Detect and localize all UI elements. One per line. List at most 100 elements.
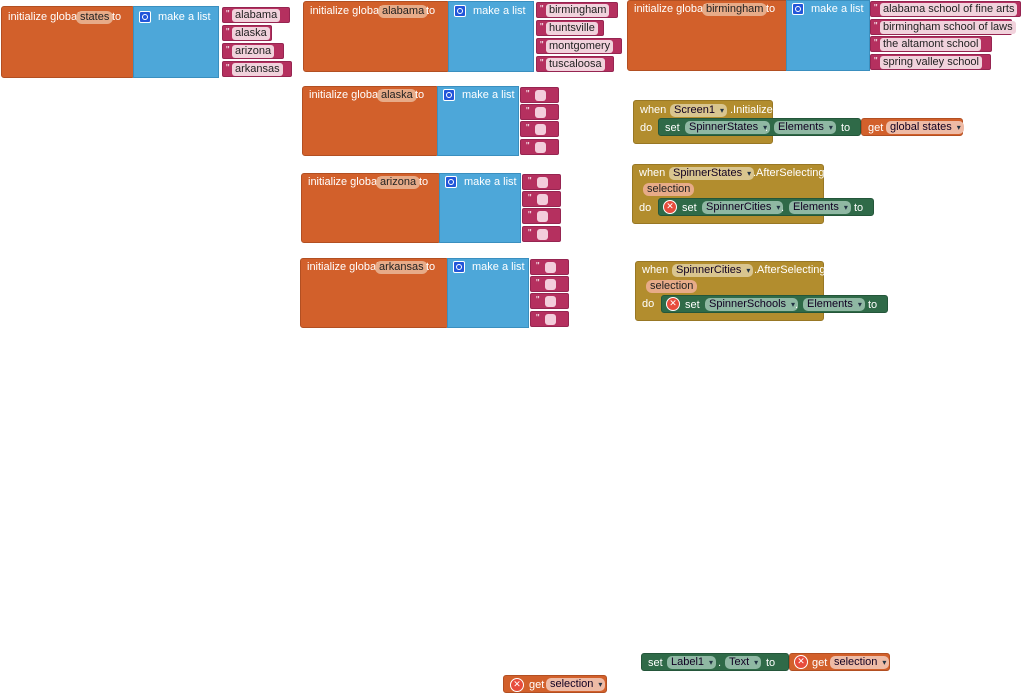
component-dropdown[interactable]: SpinnerCities <box>672 264 754 277</box>
make-a-list-block[interactable]: make a list <box>448 1 534 72</box>
init-global-birmingham-block[interactable]: initialize global birmingham to <box>627 0 789 71</box>
empty-string-block[interactable]: " <box>520 139 559 155</box>
empty-string-value[interactable] <box>545 262 556 273</box>
init-global-alaska-block[interactable]: initialize global alaska to <box>302 86 439 156</box>
global-name-field[interactable]: arkansas <box>375 261 428 274</box>
make-a-list-block[interactable]: make a list <box>439 173 521 243</box>
empty-string-value[interactable] <box>535 124 546 135</box>
empty-string-value[interactable] <box>545 296 556 307</box>
string-value[interactable]: the altamont school <box>880 38 982 51</box>
variable-dropdown[interactable]: global states <box>886 121 964 134</box>
empty-string-block[interactable]: " <box>530 293 569 309</box>
string-value[interactable]: arizona <box>232 45 275 58</box>
empty-string-value[interactable] <box>535 107 546 118</box>
empty-string-block[interactable]: " <box>522 174 561 190</box>
string-block[interactable]: " the altamont school <box>870 36 992 52</box>
string-block[interactable]: " huntsville <box>536 20 604 36</box>
get-variable-block[interactable]: get global states <box>861 118 964 136</box>
empty-string-block[interactable]: " <box>520 104 559 120</box>
mutator-gear-icon[interactable] <box>443 89 455 101</box>
empty-string-block[interactable]: " <box>522 226 561 242</box>
empty-string-block[interactable]: " <box>520 121 559 137</box>
get-variable-block[interactable]: ✕ get selection <box>789 653 890 671</box>
make-a-list-block[interactable]: make a list <box>447 258 529 328</box>
component-dropdown[interactable]: SpinnerStates <box>669 167 755 180</box>
target-component-dropdown[interactable]: SpinnerSchools <box>705 298 799 311</box>
target-component-dropdown[interactable]: SpinnerStates <box>685 121 771 134</box>
string-value[interactable]: alabama <box>232 9 281 22</box>
init-global-arkansas-block[interactable]: initialize global arkansas to <box>300 258 449 328</box>
empty-string-value[interactable] <box>535 90 546 101</box>
string-value[interactable]: tuscaloosa <box>546 58 605 71</box>
make-a-list-block[interactable]: make a list <box>437 86 519 156</box>
empty-string-block[interactable]: " <box>530 259 569 275</box>
empty-string-value[interactable] <box>537 194 548 205</box>
empty-string-value[interactable] <box>545 279 556 290</box>
global-name-field[interactable]: states <box>76 11 114 24</box>
string-block[interactable]: " spring valley school <box>870 54 991 70</box>
empty-string-block[interactable]: " <box>520 87 559 103</box>
string-block[interactable]: " arkansas <box>222 61 292 77</box>
target-component-dropdown[interactable]: SpinnerCities <box>702 201 784 214</box>
set-label-text-block[interactable]: set Label1 . Text to <box>641 653 789 671</box>
string-block[interactable]: " arizona <box>222 43 284 59</box>
global-name-field[interactable]: alabama <box>378 5 429 18</box>
property-dropdown[interactable]: Text <box>725 656 762 669</box>
global-name-field[interactable]: birmingham <box>702 3 768 16</box>
string-block[interactable]: " tuscaloosa <box>536 56 614 72</box>
string-block[interactable]: " alabama <box>222 7 290 23</box>
init-global-alabama-block[interactable]: initialize global alabama to <box>303 1 450 72</box>
error-icon[interactable]: ✕ <box>666 297 680 311</box>
set-property-block[interactable]: ✕ set SpinnerCities . Elements to <box>658 198 874 216</box>
mutator-gear-icon[interactable] <box>454 5 466 17</box>
set-property-block[interactable]: ✕ set SpinnerSchools . Elements to <box>661 295 888 313</box>
init-global-states-block[interactable]: initialize global states to <box>1 6 135 78</box>
make-a-list-block[interactable]: make a list <box>133 6 219 78</box>
empty-string-value[interactable] <box>537 229 548 240</box>
string-block[interactable]: " birmingham <box>536 2 618 18</box>
string-value[interactable]: arkansas <box>232 63 283 76</box>
target-component-dropdown[interactable]: Label1 <box>667 656 717 669</box>
loose-get-selection-block[interactable]: ✕ get selection <box>503 675 607 693</box>
error-icon[interactable]: ✕ <box>510 678 524 692</box>
empty-string-block[interactable]: " <box>530 276 569 292</box>
error-icon[interactable]: ✕ <box>794 655 808 669</box>
string-value[interactable]: birmingham <box>546 4 610 17</box>
property-dropdown[interactable]: Elements <box>789 201 851 214</box>
string-value[interactable]: alaska <box>232 27 270 40</box>
string-value[interactable]: montgomery <box>546 40 614 53</box>
empty-string-value[interactable] <box>537 177 548 188</box>
error-icon[interactable]: ✕ <box>663 200 677 214</box>
when-label: when <box>639 167 666 179</box>
string-block[interactable]: " alabama school of fine arts <box>870 1 1021 17</box>
empty-string-value[interactable] <box>545 314 556 325</box>
empty-string-value[interactable] <box>537 211 548 222</box>
empty-string-block[interactable]: " <box>522 191 561 207</box>
component-dropdown[interactable]: Screen1 <box>670 104 727 117</box>
mutator-gear-icon[interactable] <box>445 176 457 188</box>
variable-dropdown[interactable]: selection <box>546 678 606 691</box>
global-name-field[interactable]: alaska <box>377 89 417 102</box>
variable-dropdown[interactable]: selection <box>830 656 890 669</box>
string-value[interactable]: spring valley school <box>880 56 982 69</box>
string-block[interactable]: " alaska <box>222 25 272 41</box>
string-value[interactable]: huntsville <box>546 22 598 35</box>
global-name-field[interactable]: arizona <box>376 176 421 189</box>
mutator-gear-icon[interactable] <box>792 3 804 15</box>
string-value[interactable]: alabama school of fine arts <box>880 3 1018 16</box>
mutator-gear-icon[interactable] <box>139 11 151 23</box>
property-dropdown[interactable]: Elements <box>774 121 836 134</box>
property-dropdown[interactable]: Elements <box>803 298 865 311</box>
event-parameter-selection[interactable]: selection <box>643 183 695 196</box>
string-block[interactable]: " montgomery <box>536 38 622 54</box>
empty-string-block[interactable]: " <box>522 208 561 224</box>
string-block[interactable]: " birmingham school of laws <box>870 19 1016 35</box>
make-a-list-block[interactable]: make a list <box>786 0 870 71</box>
set-property-block[interactable]: set SpinnerStates . Elements to <box>658 118 861 136</box>
empty-string-block[interactable]: " <box>530 311 569 327</box>
mutator-gear-icon[interactable] <box>453 261 465 273</box>
string-value[interactable]: birmingham school of laws <box>880 21 1016 34</box>
event-parameter-selection[interactable]: selection <box>646 280 698 293</box>
empty-string-value[interactable] <box>535 142 546 153</box>
init-global-arizona-block[interactable]: initialize global arizona to <box>301 173 441 243</box>
